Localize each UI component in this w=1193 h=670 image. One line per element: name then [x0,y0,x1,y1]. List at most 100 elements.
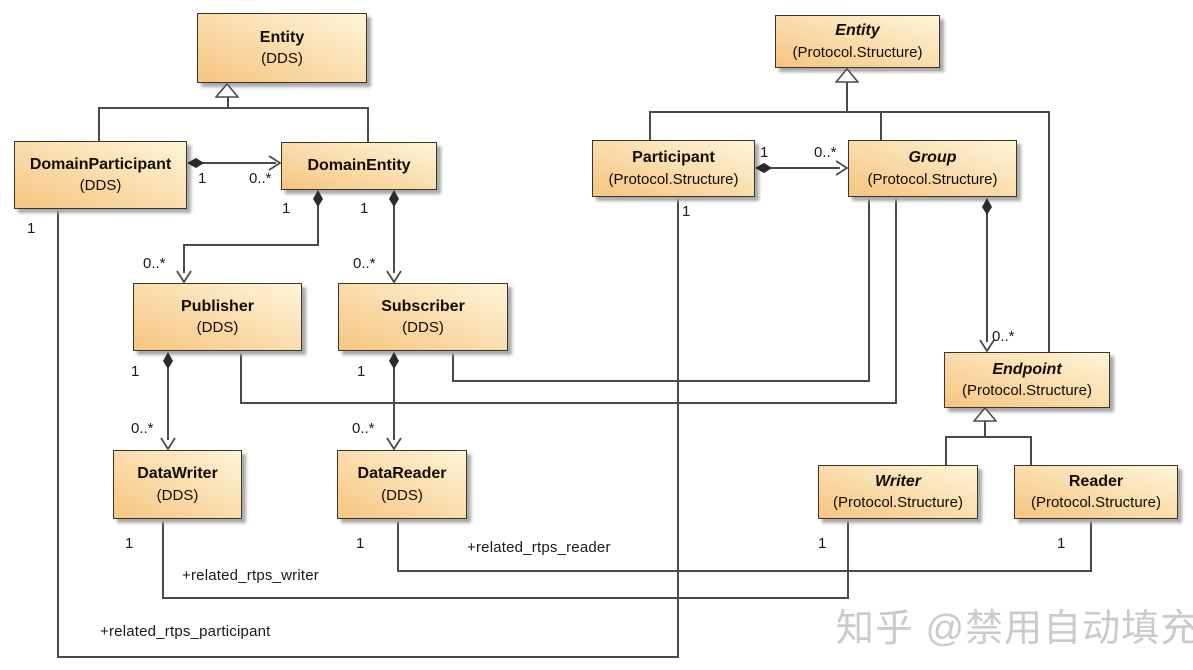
multiplicity-label: 1 [131,363,140,380]
class-name: Reader [1068,472,1124,490]
class-reader[interactable]: Reader (Protocol.Structure) [1014,465,1178,519]
open-arrowhead-icon [979,339,995,353]
edge-related-writer-v1 [162,519,164,599]
multiplicity-label: 0..* [249,170,272,187]
edge-subscriber-group-h [452,380,870,382]
edge-publisher-datawriter [167,365,169,440]
edge-publisher-group-h [240,402,897,404]
edge-domainentity-publisher-h [183,244,319,246]
edge-entityrtps-to-participant [649,111,651,141]
class-subscriber[interactable]: Subscriber (DDS) [338,283,508,351]
association-label-related-rtps-participant: +related_rtps_participant [100,623,271,640]
open-arrowhead-icon [835,160,849,176]
class-entity-rtps[interactable]: Entity (Protocol.Structure) [775,15,940,68]
edge-entityrtps-to-group [880,111,882,141]
class-name: Participant [632,149,715,167]
class-stereotype: (DDS) [196,319,239,337]
class-participant[interactable]: Participant (Protocol.Structure) [592,140,755,197]
composition-diamond-icon [981,197,993,216]
open-arrowhead-icon [160,437,176,451]
edge-domainparticipant-domainentity [196,162,276,164]
composition-diamond-icon [388,351,400,370]
edge-related-participant-v2 [677,197,679,658]
edge-entitydds-to-domainentity [367,107,369,143]
edge-entitydds-stem [227,97,229,108]
composition-diamond-icon [186,157,205,169]
edge-subscriber-group-v1 [452,351,454,382]
multiplicity-label: 1 [818,535,827,552]
class-stereotype: (DDS) [79,177,122,195]
multiplicity-label: 1 [356,535,365,552]
class-stereotype: (DDS) [156,486,199,504]
edge-endpoint-to-writer [945,436,947,466]
multiplicity-label: 1 [357,363,366,380]
open-arrowhead-icon [176,270,192,284]
class-stereotype: (DDS) [261,50,303,68]
multiplicity-label: 1 [760,144,769,161]
multiplicity-label: 0..* [131,420,154,437]
class-data-reader[interactable]: DataReader (DDS) [337,450,467,519]
edge-related-writer-v2 [847,519,849,599]
multiplicity-label: 1 [682,203,691,220]
class-stereotype: (Protocol.Structure) [961,382,1093,400]
multiplicity-label: 0..* [143,255,166,272]
class-entity-dds[interactable]: Entity (DDS) [197,13,367,83]
edge-entitydds-to-domainparticipant [98,107,100,142]
multiplicity-label: 1 [1057,535,1066,552]
class-stereotype: (Protocol.Structure) [608,170,739,188]
edge-related-reader-h [397,570,1092,572]
edge-domainentity-publisher-v1 [317,203,319,246]
class-group[interactable]: Group (Protocol.Structure) [848,140,1017,197]
edge-related-reader-v1 [397,519,399,572]
edge-related-participant-h [57,656,679,658]
class-data-writer[interactable]: DataWriter (DDS) [113,450,242,519]
class-publisher[interactable]: Publisher (DDS) [133,283,302,351]
multiplicity-label: 1 [360,200,369,217]
multiplicity-label: 1 [198,170,207,187]
watermark: 知乎 @禁用自动填充 [836,608,1193,650]
inheritance-triangle-icon [214,82,240,98]
edge-endpoint-stem [984,421,986,438]
class-endpoint[interactable]: Endpoint (Protocol.Structure) [944,352,1110,408]
class-name: Entity [835,22,880,40]
class-name: Endpoint [992,360,1062,378]
edge-participant-group [764,167,840,169]
class-name: DataWriter [137,465,218,483]
edge-entityrtps-bus [649,111,1050,113]
association-label-related-rtps-reader: +related_rtps_reader [467,539,611,556]
open-arrowhead-icon [386,270,402,284]
class-name: Writer [875,472,921,490]
class-domain-participant[interactable]: DomainParticipant (DDS) [14,141,187,209]
edge-publisher-group-v2 [895,197,897,404]
class-stereotype: (DDS) [381,486,423,504]
edge-entityrtps-stem [846,81,848,112]
inheritance-triangle-icon [972,406,998,422]
class-stereotype: (Protocol.Structure) [867,170,998,188]
multiplicity-label: 0..* [353,255,376,272]
class-name: DomainEntity [307,156,411,174]
class-domain-entity[interactable]: DomainEntity [281,142,437,190]
edge-entityrtps-to-endpoint [1048,111,1050,353]
class-name: Group [908,149,957,167]
class-name: Entity [259,28,305,46]
edge-endpoint-to-reader [1030,436,1032,466]
composition-diamond-icon [312,189,324,208]
edge-domainentity-subscriber [393,203,395,273]
composition-diamond-icon [754,162,773,174]
open-arrowhead-icon [268,155,282,171]
edge-subscriber-group-v2 [868,197,870,382]
multiplicity-label: 1 [27,220,36,237]
edge-publisher-group-v1 [240,351,242,404]
class-name: Subscriber [381,297,465,315]
multiplicity-label: 0..* [814,144,837,161]
class-name: DomainParticipant [29,155,172,173]
edge-entitydds-bus [98,107,369,109]
multiplicity-label: 1 [282,200,291,217]
composition-diamond-icon [388,189,400,208]
multiplicity-label: 1 [125,535,134,552]
class-writer[interactable]: Writer (Protocol.Structure) [818,465,978,519]
class-stereotype: (Protocol.Structure) [792,43,923,61]
edge-related-writer-h [162,597,849,599]
open-arrowhead-icon [386,437,402,451]
